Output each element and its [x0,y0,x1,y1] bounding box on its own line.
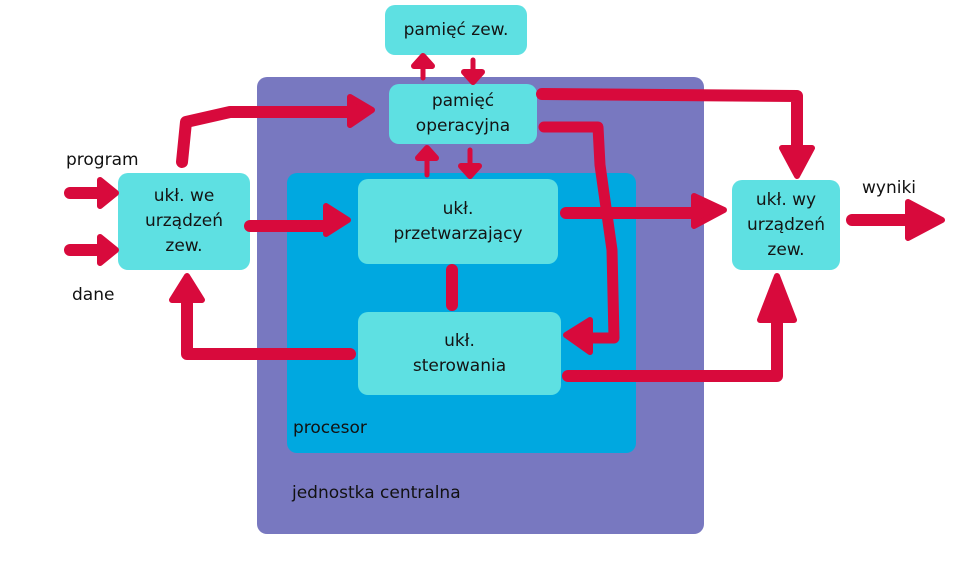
control-to-output-head [757,273,797,323]
program-arrow-head [97,177,119,209]
external-memory-box: pamięć zew. [385,5,527,55]
control-to-input-head [169,273,205,303]
results-label: wyniki [862,178,917,198]
memory-to-output-head [779,145,815,179]
data-arrow-head [97,234,119,266]
input-devices-box: ukł. we urządzeń zew. [118,173,250,270]
control-unit-box: ukł. sterowania [358,312,561,395]
processing-unit-box: ukł. przetwarzający [358,179,558,264]
program-label: program [66,150,139,170]
central-unit-label: jednostka centralna [292,483,461,503]
operating-memory-box: pamięć operacyjna [389,84,537,144]
memory-to-external-head [411,53,435,69]
output-to-results-head [905,199,945,241]
processor-label: procesor [293,418,367,438]
data-label: dane [72,285,115,305]
output-devices-box: ukł. wy urządzeń zew. [732,180,840,270]
